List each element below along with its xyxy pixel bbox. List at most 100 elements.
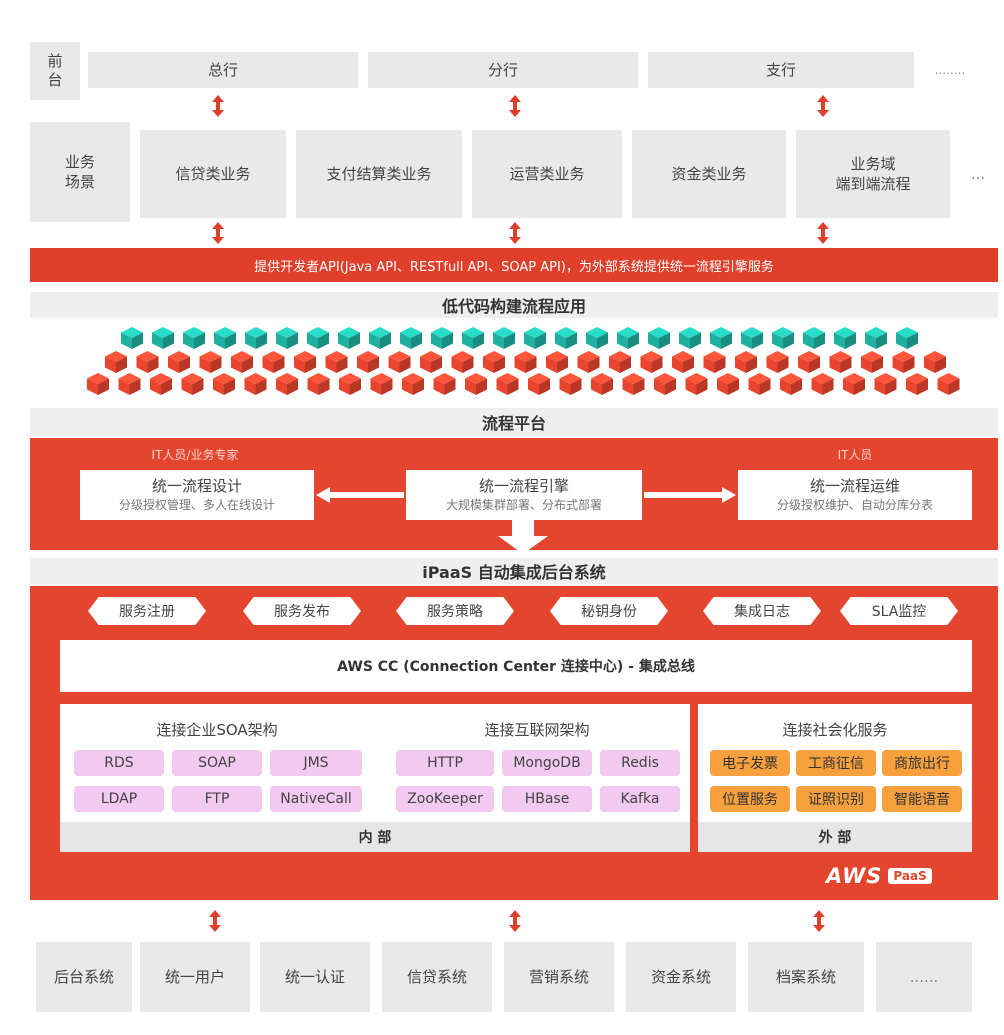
- backend-item-user: 统一用户: [140, 942, 250, 1012]
- cube-icon: [924, 351, 946, 373]
- process-design-title: 统一流程设计: [151, 477, 242, 495]
- cube-icon: [121, 327, 143, 349]
- cube-icon: [703, 351, 726, 373]
- cube-icon: [717, 373, 739, 395]
- cube-icon: [496, 373, 519, 395]
- double-arrow-icon: [817, 222, 829, 244]
- cube-icon: [748, 373, 771, 395]
- cube-icon: [679, 327, 701, 349]
- frontend-item-branch: 分行: [368, 52, 638, 88]
- service-register-tag: 服务注册: [88, 597, 206, 625]
- cube-icon: [294, 351, 316, 373]
- process-engine-box: 统一流程引擎 大规模集群部署、分布式部署: [406, 470, 642, 520]
- cube-icon: [462, 327, 484, 349]
- cube-icon: [181, 373, 204, 395]
- cube-icon: [766, 351, 789, 373]
- cube-icon: [780, 373, 802, 395]
- cube-icon: [640, 351, 663, 373]
- soa-item-ftp: FTP: [172, 786, 262, 812]
- cube-icon: [591, 373, 613, 395]
- double-arrow-icon: [509, 222, 521, 244]
- cube-icon: [400, 327, 422, 349]
- internal-label: 内 部: [60, 822, 690, 852]
- cube-icon: [388, 351, 411, 373]
- cube-icon: [811, 373, 834, 395]
- cube-icon: [861, 351, 883, 373]
- cube-icon: [105, 351, 127, 373]
- process-engine-title: 统一流程引擎: [478, 477, 569, 495]
- platform-title: 流程平台: [30, 408, 998, 436]
- cube-icon: [276, 327, 298, 349]
- double-arrow-icon: [509, 95, 521, 117]
- cube-icon: [906, 373, 928, 395]
- cube-icon: [710, 327, 732, 349]
- internet-item-http: HTTP: [396, 750, 494, 776]
- cube-icon: [87, 373, 109, 395]
- secret-identity-tag: 秘钥身份: [550, 597, 668, 625]
- cube-icon: [834, 327, 856, 349]
- social-title: 连接社会化服务: [782, 720, 888, 739]
- cube-icon: [199, 351, 222, 373]
- cube-icon: [493, 327, 515, 349]
- cube-icon: [586, 327, 608, 349]
- integration-log-tag: 集成日志: [703, 597, 821, 625]
- process-ops-title: 统一流程运维: [809, 477, 900, 495]
- business-label-box: 业务场景: [30, 122, 130, 222]
- soa-item-rds: RDS: [74, 750, 164, 776]
- cube-icon: [803, 327, 825, 349]
- business-item-e2e: 业务域 端到端流程: [796, 130, 950, 218]
- cube-icon: [577, 351, 600, 373]
- social-item-credit: 工商征信: [796, 750, 876, 776]
- aws-paas-logo: AWS PaaS: [826, 862, 976, 890]
- double-arrow-icon: [813, 910, 825, 932]
- cube-icon: [307, 327, 329, 349]
- process-ops-box: 统一流程运维 分级授权维护、自动分库分表: [738, 470, 972, 520]
- social-item-voice: 智能语音: [882, 786, 962, 812]
- lowcode-title: 低代码构建流程应用: [30, 292, 998, 318]
- cube-icon: [213, 373, 235, 395]
- cube-icon: [244, 373, 267, 395]
- cube-icon: [524, 327, 546, 349]
- arrow-down-icon: [498, 520, 548, 554]
- api-banner: 提供开发者API(Java API、RESTfull API、SOAP API)…: [30, 248, 998, 282]
- soa-item-jms: JMS: [270, 750, 362, 776]
- cube-icon: [843, 373, 865, 395]
- cube-icon: [892, 351, 915, 373]
- cube-icon: [528, 373, 550, 395]
- cube-icon: [338, 327, 360, 349]
- cube-icon: [609, 351, 631, 373]
- cube-icon: [183, 327, 205, 349]
- backend-item-auth: 统一认证: [260, 942, 370, 1012]
- cube-icon: [735, 351, 757, 373]
- api-banner-text: 提供开发者API(Java API、RESTfull API、SOAP API)…: [254, 259, 774, 275]
- cube-icon: [772, 327, 794, 349]
- cube-icon: [136, 351, 159, 373]
- double-arrow-icon: [212, 95, 224, 117]
- cube-icon: [874, 373, 897, 395]
- cube-icon: [617, 327, 639, 349]
- cube-icon: [865, 327, 887, 349]
- cube-icon: [339, 373, 361, 395]
- platform-role-right: IT人员: [837, 447, 873, 462]
- cube-icon: [555, 327, 577, 349]
- process-design-box: 统一流程设计 分级授权管理、多人在线设计: [80, 470, 314, 520]
- ipaas-title: iPaaS 自动集成后台系统: [30, 558, 998, 584]
- service-policy-tag: 服务策略: [396, 597, 514, 625]
- frontend-item-hq: 总行: [88, 52, 358, 88]
- frontend-label: 前台: [47, 52, 63, 89]
- soa-item-soap: SOAP: [172, 750, 262, 776]
- soa-item-ldap: LDAP: [74, 786, 164, 812]
- backend-label: 后台系统: [36, 942, 132, 1012]
- cube-icon: [829, 351, 852, 373]
- external-label: 外 部: [698, 822, 972, 852]
- business-label: 业务场景: [64, 153, 95, 191]
- cube-icon: [369, 327, 391, 349]
- cube-icon: [514, 351, 537, 373]
- cube-icon: [451, 351, 474, 373]
- double-arrow-icon: [209, 910, 221, 932]
- cube-field: [87, 327, 960, 395]
- cube-icon: [402, 373, 424, 395]
- service-publish-tag: 服务发布: [243, 597, 361, 625]
- cube-icon: [118, 373, 141, 395]
- social-item-license-ocr: 证照识别: [796, 786, 876, 812]
